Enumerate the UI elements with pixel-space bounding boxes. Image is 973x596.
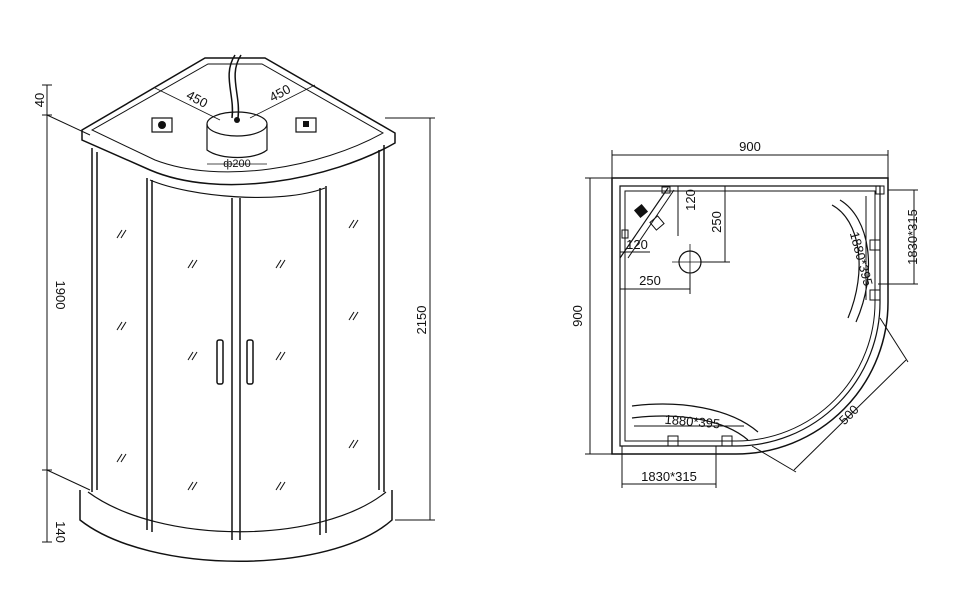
dim-wall-left: 450 (184, 87, 210, 110)
cabin-body (91, 145, 385, 540)
dim-glass-curved-bottom: 1880*395 (664, 412, 721, 432)
dim-wall-height: 1900 (53, 281, 68, 310)
glass-reflection-marks (116, 219, 359, 491)
width-dimension: 900 (611, 139, 889, 178)
plan-outline (611, 177, 889, 455)
dim-drain-offset-x: 250 (639, 273, 661, 288)
depth-dimension: 900 (570, 177, 612, 455)
dim-depth: 900 (570, 305, 585, 327)
door-handle-right (246, 339, 254, 385)
dim-top-offset: 40 (32, 93, 47, 107)
dim-shower-head-diameter: ф200 (223, 158, 250, 170)
dim-offset-x-small: 120 (626, 237, 648, 252)
bottom-glass-panels: 1880*395 (631, 403, 759, 447)
dim-offset-y-small: 120 (683, 189, 698, 211)
dim-drain-offset-y: 250 (709, 211, 724, 233)
total-height-dimension: 2150 (385, 117, 435, 521)
dim-total-height: 2150 (414, 306, 429, 335)
shower-tray (79, 490, 393, 562)
plan-view: 900 900 250 250 (570, 139, 920, 488)
dim-tray-height: 140 (53, 521, 68, 543)
dim-width: 900 (739, 139, 761, 154)
light-icon (295, 117, 317, 133)
dim-radius: 500 (836, 402, 862, 428)
left-height-dimension: 40 1900 140 (32, 84, 91, 543)
fan-icon (151, 117, 173, 133)
right-flat-glass-dimension: 1830*315 (878, 189, 920, 285)
perspective-view: 40 1900 140 450 450 ф200 (32, 54, 435, 562)
dim-glass-flat-right: 1830*315 (905, 209, 920, 265)
corner-fittings: 120 120 (619, 186, 698, 259)
dim-wall-right: 450 (267, 81, 293, 104)
dim-glass-curved-right: 1880*395 (847, 230, 876, 288)
door-handle-left (216, 339, 224, 385)
right-glass-panels: 1880*395 (831, 185, 885, 323)
bottom-flat-glass-dimension: 1830*315 (621, 446, 717, 488)
dim-glass-flat-bottom: 1830*315 (641, 469, 697, 484)
drain-dimensions: 250 250 (620, 186, 730, 294)
shower-head: ф200 (206, 54, 268, 170)
